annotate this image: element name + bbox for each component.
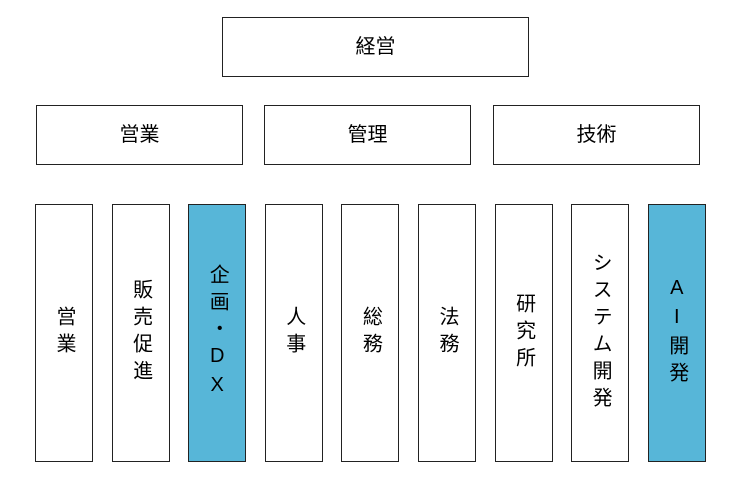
node-ai-development: AI開発	[647, 204, 706, 462]
node-planning-dx: 企画・DX	[188, 204, 247, 462]
node-sales-division-label: 営業	[119, 124, 160, 146]
node-administration-division: 管理	[264, 105, 471, 165]
node-hr-label: 人事	[282, 306, 305, 360]
node-sales-division: 営業	[36, 105, 243, 165]
node-sales-dept: 営業	[35, 204, 93, 462]
node-system-development-label: システム開発	[589, 252, 612, 414]
node-sales-promotion: 販売促進	[111, 204, 170, 462]
node-legal-label: 法務	[435, 306, 458, 360]
node-management: 経営	[222, 17, 529, 77]
node-system-development: システム開発	[571, 204, 630, 462]
department-row: 営業 販売促進 企画・DX 人事 総務 法務 研究所 システム開発 AI開発	[35, 204, 706, 462]
node-ai-development-label: AI開発	[665, 277, 688, 389]
node-technology-division-label: 技術	[576, 124, 617, 146]
node-sales-dept-label: 営業	[53, 306, 75, 360]
node-research-institute: 研究所	[494, 204, 553, 462]
node-hr: 人事	[264, 204, 323, 462]
node-research-institute-label: 研究所	[512, 292, 535, 374]
node-administration-division-label: 管理	[347, 124, 388, 146]
node-sales-promotion-label: 販売促進	[129, 279, 152, 387]
node-legal: 法務	[417, 204, 476, 462]
node-general-affairs: 総務	[341, 204, 400, 462]
node-planning-dx-label: 企画・DX	[206, 263, 229, 403]
node-general-affairs-label: 総務	[359, 306, 382, 360]
node-management-label: 経営	[355, 36, 396, 58]
node-technology-division: 技術	[493, 105, 700, 165]
